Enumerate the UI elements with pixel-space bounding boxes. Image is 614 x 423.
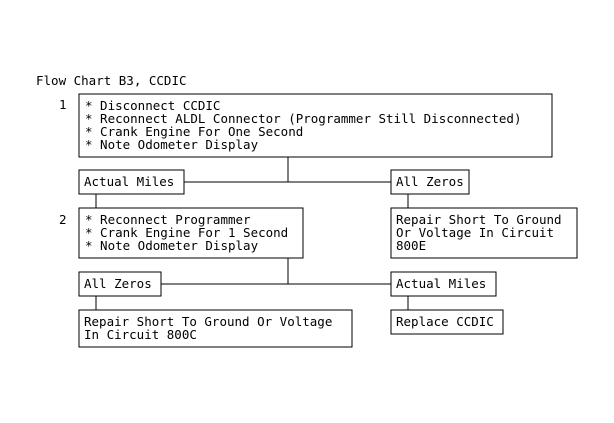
flowchart-title: Flow Chart B3, CCDIC — [36, 73, 187, 88]
step-number-1: 1 — [59, 97, 67, 112]
replace-ccdic: Replace CCDIC — [396, 314, 494, 329]
repair-800c-line-1: Repair Short To Ground Or Voltage — [84, 314, 332, 329]
step-2-box — [78, 207, 304, 259]
outcome-all-zeros-1-box — [390, 169, 470, 195]
repair-800e-line-1: Repair Short To Ground — [396, 212, 562, 227]
step-1-box — [78, 93, 553, 158]
step-number-2: 2 — [59, 212, 67, 227]
outcome-actual-miles-2: Actual Miles — [396, 276, 486, 291]
outcome-actual-miles-2-box — [390, 271, 497, 297]
step-1-line-2: * Reconnect ALDL Connector (Programmer S… — [85, 111, 522, 126]
step-2-line-2: * Crank Engine For 1 Second — [85, 225, 288, 240]
step-2-line-3: * Note Odometer Display — [85, 238, 259, 253]
repair-800e-line-3: 800E — [396, 238, 426, 253]
repair-800e-line-2: Or Voltage In Circuit — [396, 225, 554, 240]
repair-800e-box — [390, 207, 578, 259]
step-2-line-1: * Reconnect Programmer — [85, 212, 251, 227]
outcome-all-zeros-2: All Zeros — [84, 276, 152, 291]
repair-800c-line-2: In Circuit 800C — [84, 327, 197, 342]
replace-ccdic-box — [390, 309, 504, 335]
step-1-line-4: * Note Odometer Display — [85, 137, 259, 152]
step-1-line-1: * Disconnect CCDIC — [85, 98, 220, 113]
outcome-all-zeros-1: All Zeros — [396, 174, 464, 189]
repair-800c-box — [78, 309, 353, 348]
outcome-all-zeros-2-box — [78, 271, 162, 297]
outcome-actual-miles-1: Actual Miles — [84, 174, 174, 189]
step-1-line-3: * Crank Engine For One Second — [85, 124, 303, 139]
outcome-actual-miles-1-box — [78, 169, 185, 195]
